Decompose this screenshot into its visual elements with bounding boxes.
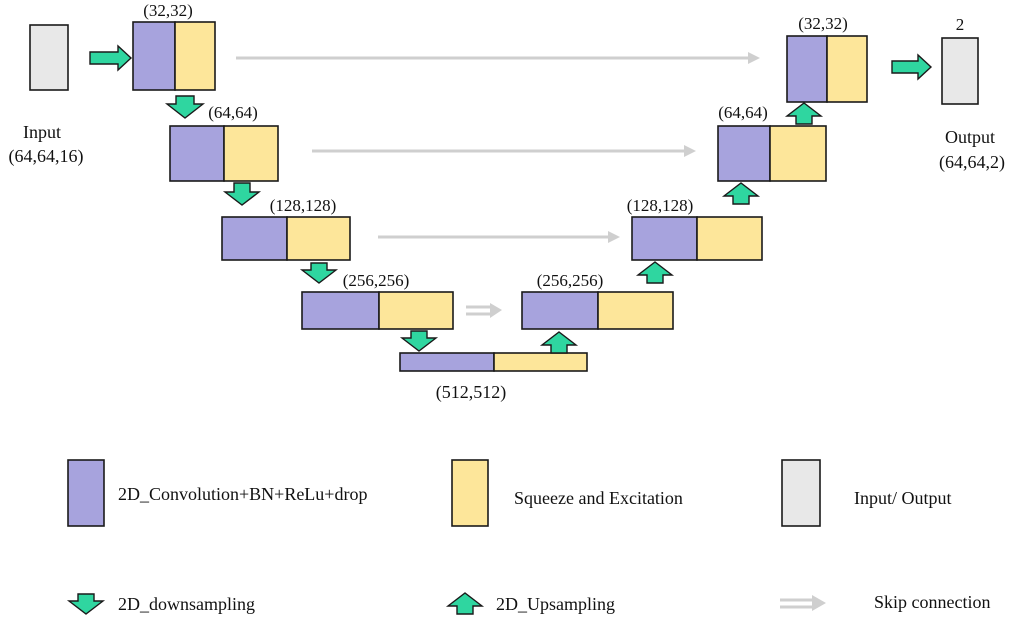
dec3-label: (128,128) [627, 196, 694, 215]
enc2-se-block [223, 125, 279, 182]
down-arrow-1 [164, 95, 206, 119]
dec1-conv-block [786, 35, 828, 103]
dec1-label: (32,32) [798, 14, 848, 33]
down-arrow-2 [222, 182, 262, 206]
output-block [941, 37, 979, 105]
enc2-label: (64,64) [208, 103, 258, 122]
legend-up-label: 2D_Upsampling [496, 594, 615, 614]
enc1-se-block [174, 21, 216, 91]
legend-conv-swatch [67, 459, 105, 527]
skip-connection-4 [466, 303, 502, 318]
enc1-conv-block [132, 21, 176, 91]
up-arrow-4 [539, 331, 579, 354]
dec4-conv-block [521, 291, 599, 330]
legend-skip-arrow-icon [780, 595, 826, 611]
down-arrow-3 [299, 262, 339, 284]
up-arrow-2 [721, 182, 761, 205]
output-channels-label: 2 [956, 15, 965, 34]
down-arrow-4 [399, 330, 439, 352]
skip-connection-3 [378, 231, 620, 243]
enc4-se-block [378, 291, 454, 330]
dec2-se-block [769, 125, 827, 182]
legend-up-arrow-icon [445, 592, 485, 615]
enc4-label: (256,256) [343, 271, 410, 290]
enc4-conv-block [301, 291, 380, 330]
skip-connection-1 [236, 52, 760, 64]
dec2-label: (64,64) [718, 103, 768, 122]
legend-conv-label: 2D_Convolution+BN+ReLu+drop [118, 484, 367, 504]
input-block [29, 24, 69, 91]
up-arrow-3 [635, 261, 675, 284]
legend-se-swatch [451, 459, 489, 527]
skip-connection-2 [312, 145, 696, 157]
output-arrow [891, 53, 933, 81]
enc1-label: (32,32) [143, 1, 193, 20]
legend-se-label: Squeeze and Excitation [514, 488, 683, 508]
output-title: Output [945, 127, 995, 147]
dec4-label: (256,256) [537, 271, 604, 290]
output-shape: (64,64,2) [939, 152, 1005, 173]
legend-down-arrow-icon [66, 593, 106, 615]
dec2-conv-block [717, 125, 771, 182]
enc3-conv-block [221, 216, 288, 261]
dec3-se-block [696, 216, 763, 261]
legend-io-label: Input/ Output [854, 488, 952, 508]
enc3-se-block [286, 216, 351, 261]
dec4-se-block [597, 291, 674, 330]
input-arrow [89, 44, 133, 72]
bottleneck-conv-block [399, 352, 495, 372]
enc3-label: (128,128) [270, 196, 337, 215]
bottleneck-se-block [493, 352, 588, 372]
enc2-conv-block [169, 125, 225, 182]
dec1-se-block [826, 35, 868, 103]
input-title: Input [23, 122, 61, 142]
legend-down-label: 2D_downsampling [118, 594, 255, 614]
up-arrow-1 [784, 102, 824, 125]
bottleneck-label: (512,512) [436, 382, 507, 403]
legend-skip-label: Skip connection [874, 592, 990, 612]
input-shape: (64,64,16) [9, 146, 84, 167]
legend-io-swatch [781, 459, 821, 527]
dec3-conv-block [631, 216, 698, 261]
